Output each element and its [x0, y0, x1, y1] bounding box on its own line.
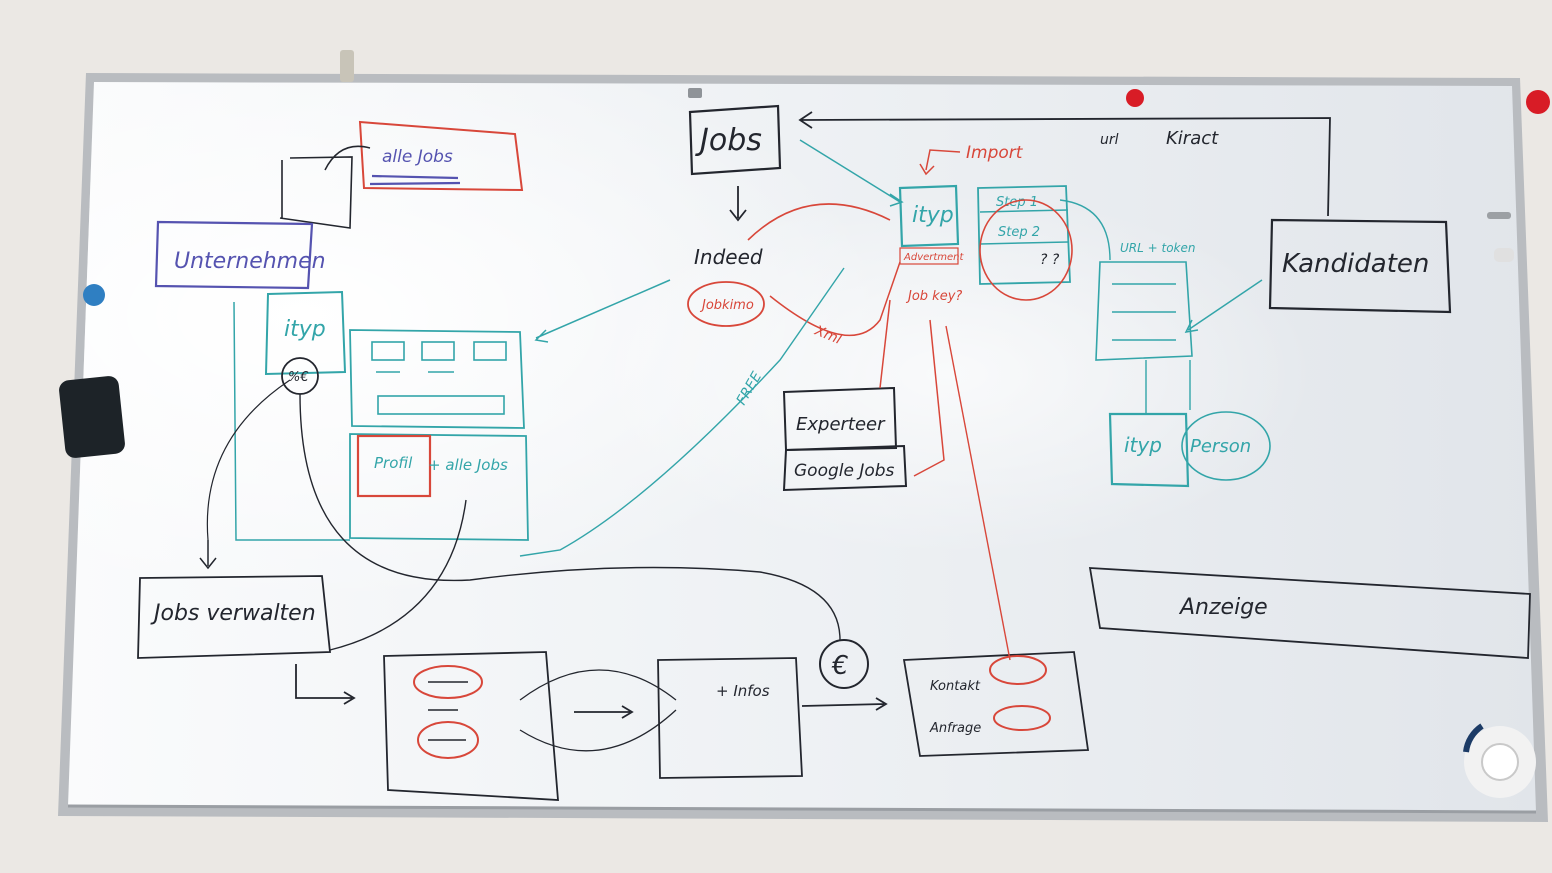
anfrage-label: Anfrage [929, 721, 981, 736]
import-label: Import [966, 143, 1024, 163]
ityp-center: Import ityp Advertment Job key? [898, 143, 1024, 304]
unternehmen-box: Unternehmen [154, 220, 326, 290]
anzeige-box: Anzeige [1088, 567, 1531, 659]
infos-label: + Infos [716, 682, 770, 700]
kandidaten-group: url Kiract Kandidaten URL + token [798, 111, 1452, 361]
alle-jobs-card: alle Jobs [279, 120, 524, 229]
red-magnet [1126, 89, 1144, 107]
url-label: url [1100, 132, 1119, 148]
tape-roll [1463, 723, 1536, 798]
job-portals: Experteer Google Jobs [782, 386, 908, 492]
jobkimo-label: Jobkimo [699, 298, 754, 313]
svg-text:? ?: ? ? [1040, 252, 1060, 268]
job-key-label: Job key? [905, 289, 962, 304]
jobs-box: Jobs [688, 104, 782, 222]
connectors [206, 139, 1191, 752]
kiract-label: Kiract [1166, 128, 1219, 149]
website-mockup: Profil + alle Jobs [349, 329, 529, 541]
ityp-person-b-label: Person [1190, 436, 1251, 457]
whiteboard [58, 73, 1548, 822]
alle-jobs-2-label: + alle Jobs [428, 456, 508, 474]
wall-hook [1487, 212, 1511, 219]
top-clip [688, 88, 702, 98]
board-hardware [59, 50, 1550, 798]
indeed-label: Indeed [694, 245, 763, 269]
bottom-flow: + Infos € Kontakt Anfrage [295, 639, 1090, 801]
ityp-company-block: ityp %€ [233, 290, 350, 541]
ityp-center-label: ityp [912, 203, 954, 228]
ityp-person-a-label: ityp [1124, 433, 1162, 457]
hanger-clip [340, 50, 354, 82]
alle-jobs-label: alle Jobs [382, 147, 453, 167]
euro-label: € [831, 651, 849, 681]
eraser [59, 376, 125, 458]
experteer-label: Experteer [796, 414, 886, 435]
step2-label: Step 2 [998, 225, 1040, 240]
advertment-label: Advertment [903, 252, 965, 263]
jobs-verwalten-label: Jobs verwalten [150, 601, 316, 626]
ityp-left-label: ityp [284, 317, 326, 342]
profil-label: Profil [374, 454, 413, 472]
wall-plug [1494, 248, 1514, 262]
kontakt-label: Kontakt [930, 679, 981, 694]
step1-label: Step 1 [996, 195, 1038, 210]
anzeige-label: Anzeige [1178, 595, 1268, 620]
kandidaten-label: Kandidaten [1282, 249, 1429, 279]
percent-euro-label: %€ [288, 370, 309, 385]
steps-block: Step 1 Step 2 ? ? [977, 185, 1073, 301]
ityp-person: ityp Person [1108, 411, 1271, 488]
google-jobs-label: Google Jobs [794, 461, 895, 481]
blue-magnet [83, 284, 105, 306]
jobs-title: Jobs [695, 123, 762, 158]
url-token-label: URL + token [1120, 241, 1195, 255]
unternehmen-label: Unternehmen [174, 249, 326, 274]
jobs-verwalten-box: Jobs verwalten [137, 540, 331, 659]
red-magnet [1526, 90, 1550, 114]
